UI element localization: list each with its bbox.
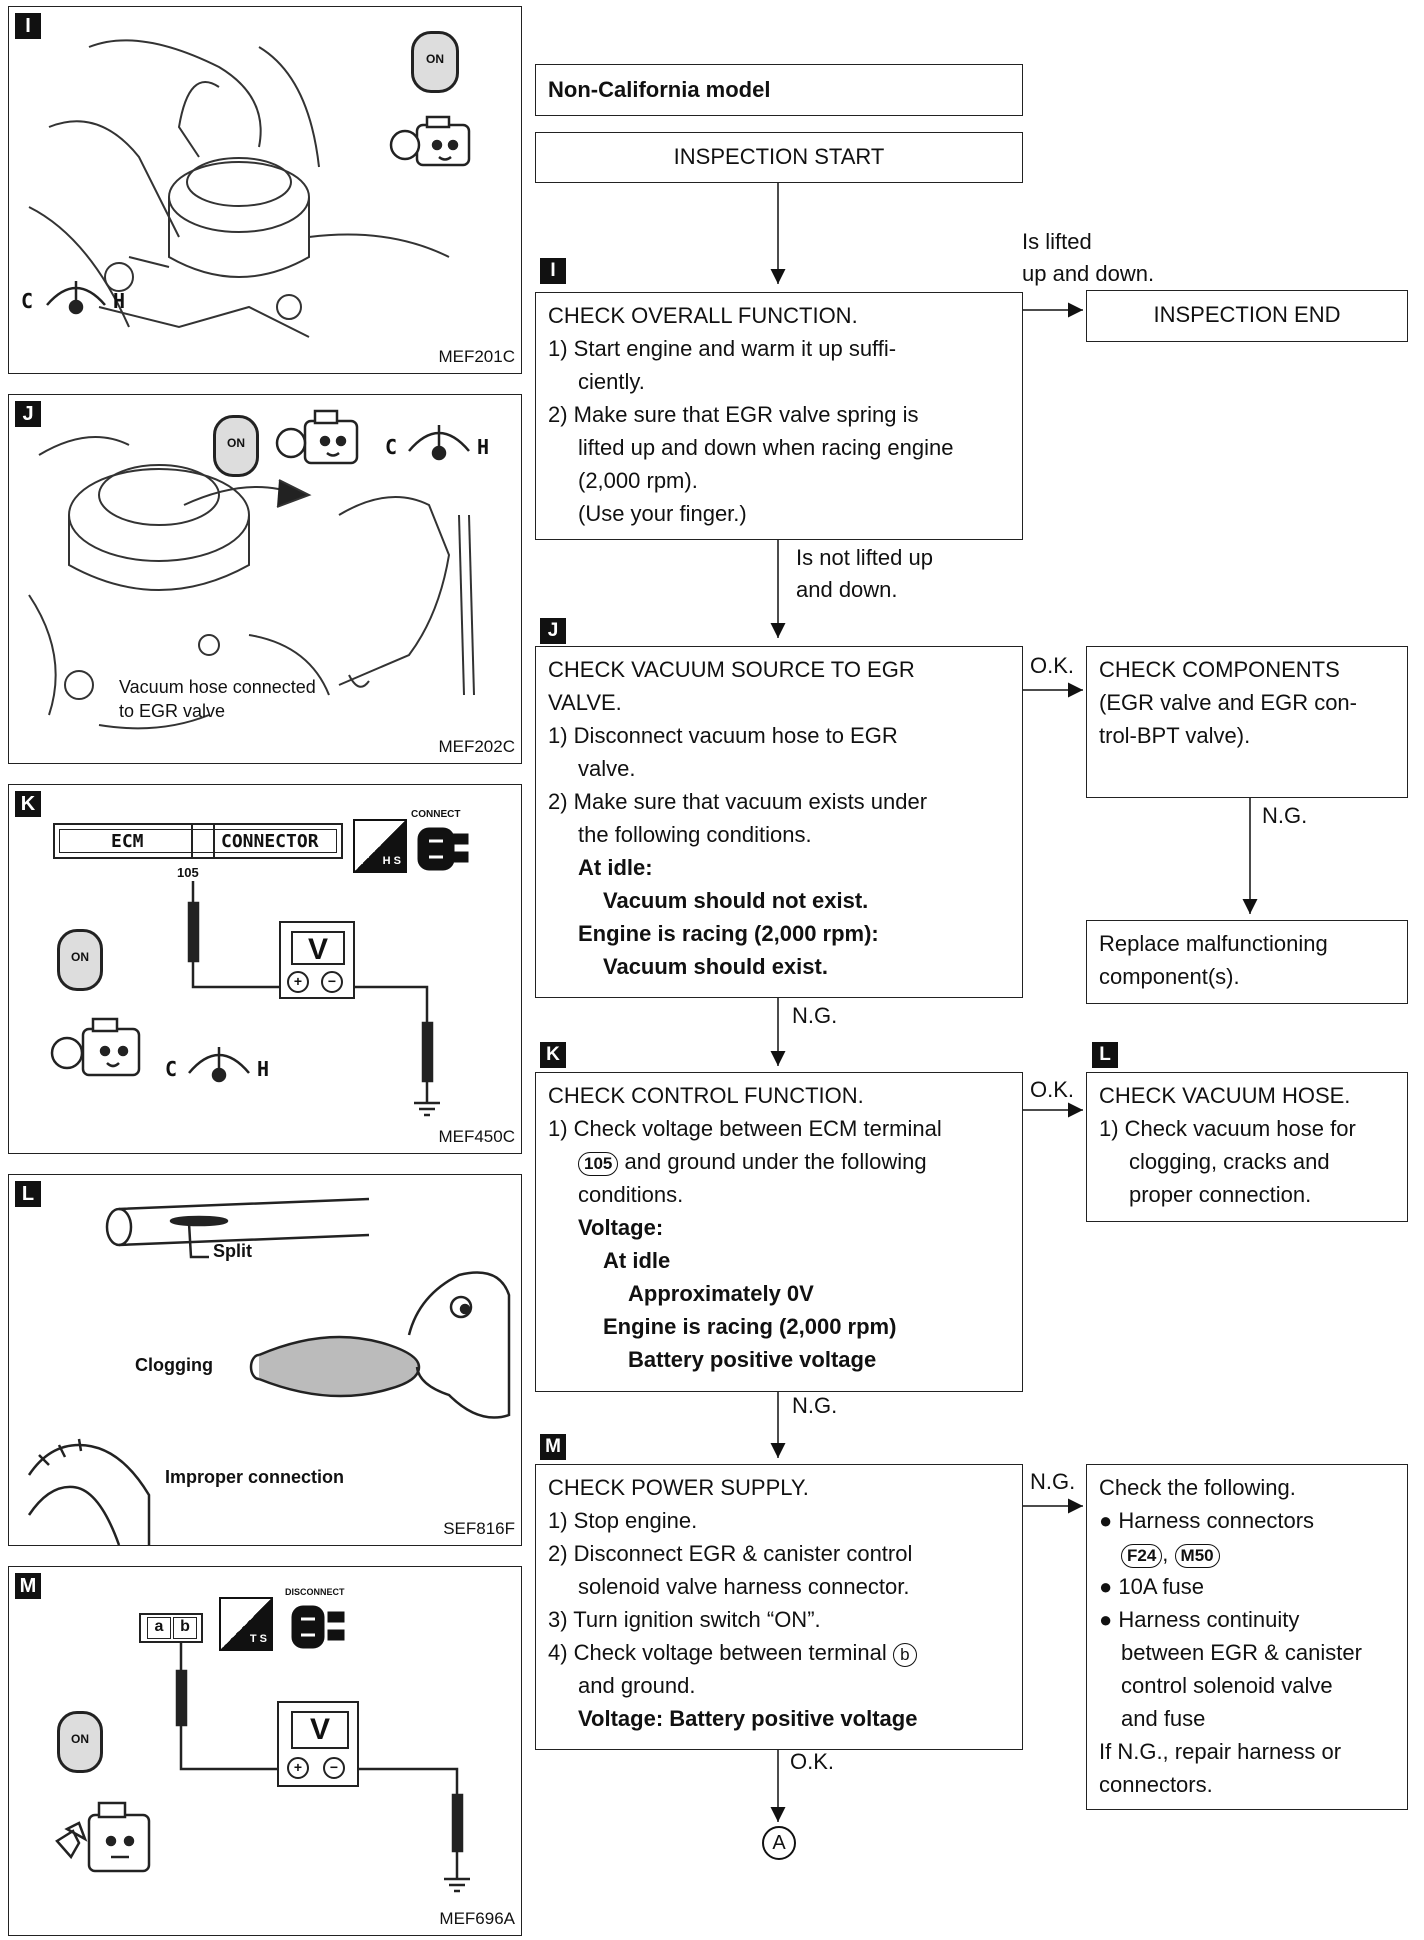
voltmeter-icon: V + − [277,1701,359,1787]
ng-label-components: N.G. [1262,803,1308,828]
panel-tag: M [15,1573,41,1599]
split-label: Split [213,1241,252,1261]
step-vacuum-hose: CHECK VACUUM HOSE. 1) Check vacuum hose … [1086,1072,1408,1222]
figure-code: SEF816F [443,1519,515,1538]
temperature-gauge-icon: C H [21,281,126,315]
connector-disconnect-icon: DISCONNECT [285,1587,365,1653]
harness-connector-ab: a b [139,1613,203,1643]
step-tag-l: L [1092,1042,1118,1068]
panel-l: L Split Clogging Improper connection SEF… [8,1174,522,1546]
not-lifted-label-2: and down. [796,577,898,602]
ecm-connector: ECM CONNECTOR [53,823,343,859]
step-tag-j: J [540,618,566,644]
engine-stopped-icon [49,1801,169,1883]
step-overall-function: CHECK OVERALL FUNCTION. 1) Start engine … [535,292,1023,540]
check-the-following: Check the following. ● Harness connector… [1086,1464,1408,1810]
check-components: CHECK COMPONENTS (EGR valve and EGR con-… [1086,646,1408,798]
ng-label-j: N.G. [792,1003,838,1028]
voltmeter-icon: V + − [279,921,355,999]
ignition-key-icon: ON [411,31,459,93]
ok-label-j: O.K. [1030,653,1075,678]
step-tag-m: M [540,1434,566,1460]
figure-code: MEF696A [439,1909,515,1928]
panel-tag: L [15,1181,41,1207]
terminal-number: 105 [177,865,199,880]
inspection-end: INSPECTION END [1086,290,1408,342]
hose-label-line1: Vacuum hose connected [119,677,316,697]
figure-code: MEF201C [438,347,515,366]
probe-wiring [187,881,440,1117]
improper-connection-label: Improper connection [165,1467,345,1487]
ignition-key-icon: ON [57,929,103,991]
panel-m: M a b T S DISCONNECT V + − ON [8,1566,522,1936]
figure-code: MEF202C [438,737,515,756]
vacuum-hose-illustration [28,436,475,730]
panel-tag: K [15,791,41,817]
probe-wiring [175,1643,470,1893]
model-header: Non-California model [535,64,1023,116]
engine-running-icon [275,409,375,475]
ng-label-k: N.G. [792,1393,838,1418]
panel-tag: I [15,13,41,39]
panel-tag: J [15,401,41,427]
ok-label-k: O.K. [1030,1077,1075,1102]
egr-valve-hand-illustration [28,39,450,338]
ignition-key-icon: ON [57,1711,103,1773]
off-page-connector-a: A [762,1826,796,1860]
figure-code: MEF450C [438,1127,515,1146]
engine-running-icon [49,1017,159,1087]
temperature-gauge-icon: C H [165,1047,270,1083]
engine-running-icon [387,115,487,175]
step-control-function: CHECK CONTROL FUNCTION. 1) Check voltage… [535,1072,1023,1392]
ecm-terminal-badge: 105 [578,1152,619,1176]
lifted-label-2: up and down. [1022,261,1155,286]
lifted-label-1: Is lifted [1022,229,1092,254]
connector-f24-badge: F24 [1121,1544,1163,1568]
step-tag-i: I [540,258,566,284]
temperature-gauge-icon: C H [385,425,490,461]
test-switch-icon: T S [219,1597,273,1651]
connector-connect-icon: CONNECT [411,809,481,875]
inspection-start: INSPECTION START [535,132,1023,183]
harness-connect-icon: H S [353,819,407,873]
panel-k: K ECM CONNECTOR 105 H S CONNECT V + − [8,784,522,1154]
replace-components: Replace malfunctioning component(s). [1086,920,1408,1004]
terminal-b-badge: b [892,1643,917,1667]
hose-label-line2: to EGR valve [119,701,226,721]
not-lifted-label-1: Is not lifted up [796,545,933,570]
ng-label-m: N.G. [1030,1469,1076,1494]
panel-i: I ON C H MEF20 [8,6,522,374]
hose-defects-illustration [27,1197,511,1545]
panel-j: J ON C H Vacuum hose connected [8,394,522,764]
clogging-label: Clogging [135,1355,213,1375]
connector-m50-badge: M50 [1174,1544,1220,1568]
ok-label-m: O.K. [790,1749,835,1774]
ignition-key-icon: ON [213,415,259,477]
step-tag-k: K [540,1042,566,1068]
step-vacuum-source: CHECK VACUUM SOURCE TO EGR VALVE. 1) Dis… [535,646,1023,998]
step-power-supply: CHECK POWER SUPPLY. 1) Stop engine. 2) D… [535,1464,1023,1750]
